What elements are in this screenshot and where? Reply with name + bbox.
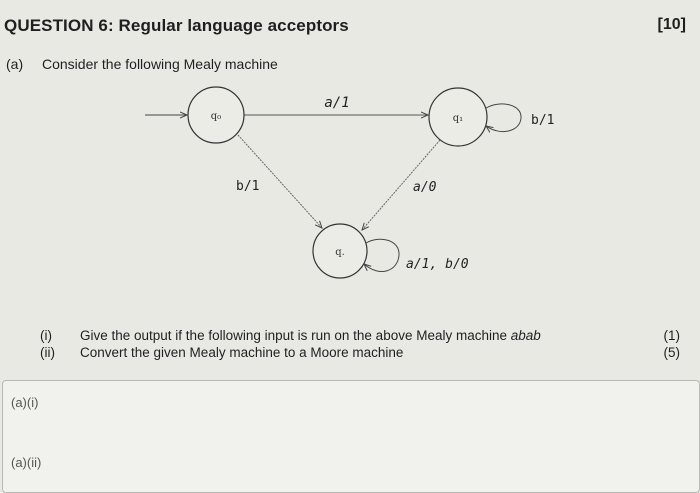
total-marks: [10] (657, 16, 686, 33)
edge-label-q0-q1: a/1 (324, 95, 349, 111)
answer-label-a-ii: (a)(ii) (11, 455, 42, 470)
question-i-marks: (1) (663, 328, 681, 343)
edge-label-q0-q2: b/1 (236, 179, 259, 194)
question-title: QUESTION 6: Regular language acceptors (4, 16, 349, 35)
state-label-q1: q₁ (453, 113, 463, 124)
mealy-machine-diagram: a/1 b/1 a/0 q₀ q₁ b/1 q. a/1, b/0 (145, 86, 554, 279)
self-loop-q2 (364, 238, 400, 273)
answer-label-a-i: (a)(i) (11, 395, 39, 410)
edge-q1-q2 (362, 139, 441, 230)
state-label-q2: q. (335, 247, 345, 258)
part-a-label: (a) (6, 56, 24, 72)
question-ii-text: Convert the given Mealy machine to a Moo… (80, 345, 404, 360)
answer-box[interactable]: (a)(i) (a)(ii) (2, 380, 700, 493)
state-label-q0: q₀ (211, 111, 221, 122)
self-loop-q1 (486, 103, 522, 132)
edge-label-q1-q2: a/0 (413, 180, 437, 195)
question-ii: (ii) Convert the given Mealy machine to a… (40, 345, 680, 360)
edge-label-q1-loop: b/1 (531, 113, 554, 128)
question-ii-marks: (5) (663, 345, 681, 360)
question-ii-number: (ii) (40, 345, 55, 360)
state-q1: q₁ (428, 87, 522, 147)
state-q0: q₀ (187, 86, 245, 144)
question-i-text: Give the output if the following input i… (80, 328, 508, 343)
part-a-intro: (a) Consider the following Mealy machine (6, 56, 278, 72)
edge-label-q2-loop: a/1, b/0 (406, 257, 469, 272)
question-i: (i) Give the output if the following inpu… (40, 328, 680, 343)
state-q2: q. (312, 223, 400, 279)
question-i-number: (i) (40, 328, 52, 343)
question-i-input: abab (510, 328, 541, 343)
part-a-text: Consider the following Mealy machine (42, 56, 278, 72)
